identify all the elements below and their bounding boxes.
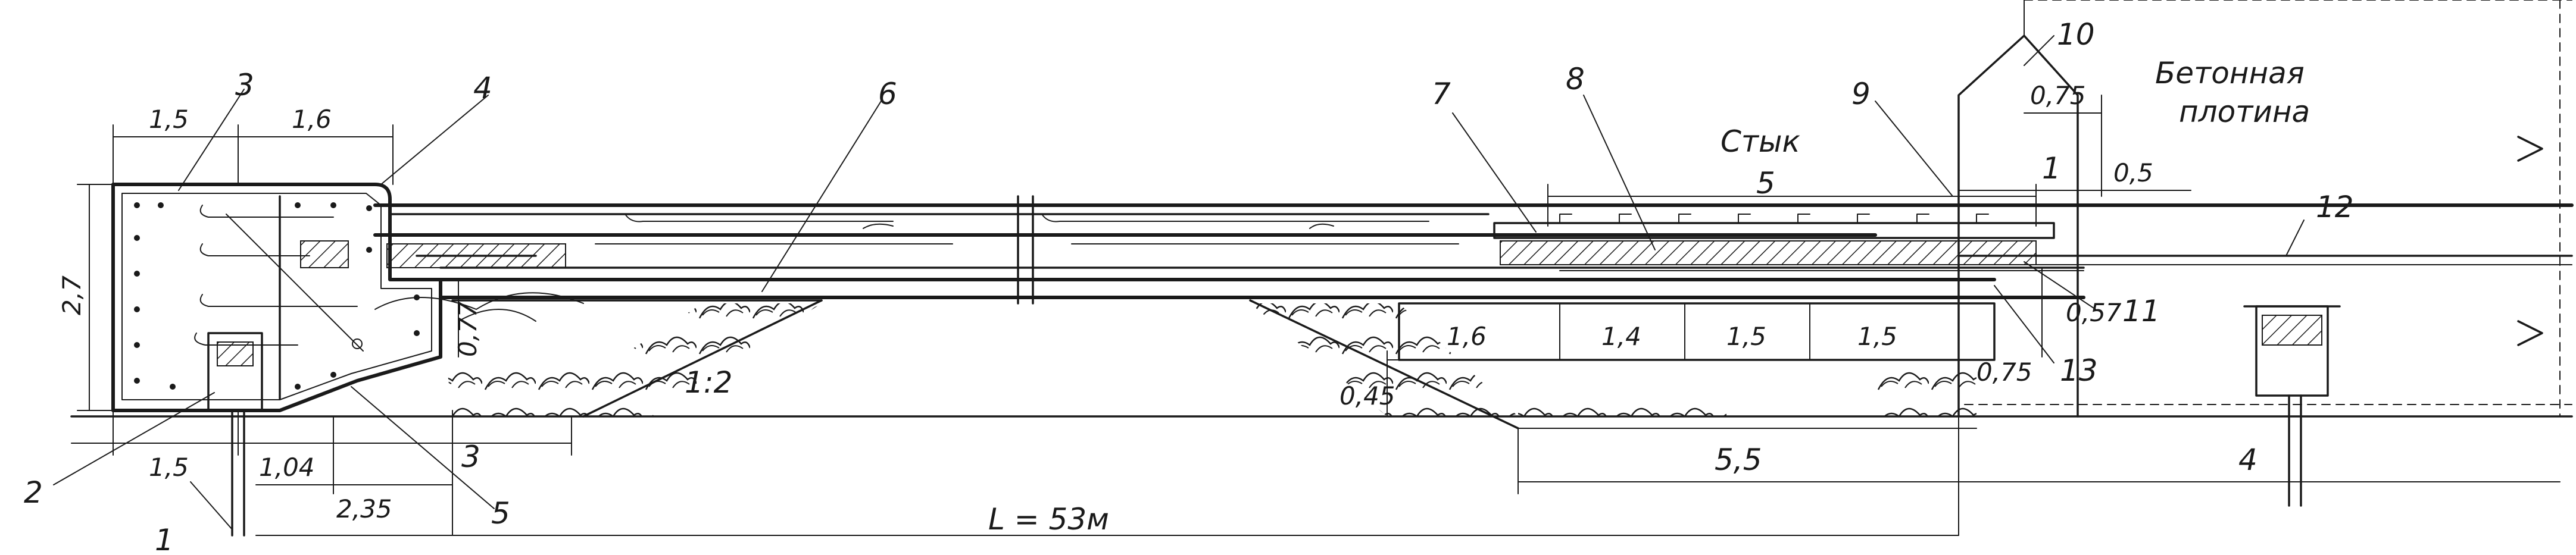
dim-length: L = 53м [988, 502, 1109, 537]
dim-vertical-077: 0,77 [453, 301, 482, 357]
callout-13: 13 [2060, 353, 2098, 388]
rebar-dots [134, 202, 420, 390]
embankment [374, 292, 1977, 429]
callout-6: 6 [878, 77, 897, 111]
dim-bottom-55: 5,5 [1715, 443, 1762, 477]
concrete-dam [1957, 0, 2573, 418]
callout-4: 4 [473, 71, 492, 105]
dim-right-075-bot: 0,75 [1977, 358, 2032, 387]
callout-7: 7 [1432, 77, 1451, 111]
callout-9: 9 [1851, 77, 1871, 111]
callout-labels: 1 2 3 4 5 6 7 8 9 10 11 12 13 [24, 17, 2354, 555]
deck [373, 195, 2574, 361]
dim-bottom-235: 2,35 [336, 494, 392, 523]
dam-label-line1: Бетонная [2155, 56, 2305, 90]
dim-right-05: 0,5 [2113, 158, 2153, 187]
dim-bottom-15: 1,5 [149, 453, 189, 482]
callout-5: 5 [491, 496, 510, 531]
pile-left [231, 409, 245, 537]
dim-slope-045: 0,45 [1339, 381, 1395, 410]
dim-right-075-top: 0,75 [2030, 81, 2086, 110]
dim-joint-5: 5 [1756, 166, 1775, 200]
dim-top-left-2: 1,6 [292, 105, 332, 134]
dim-bottom-104: 1,04 [259, 453, 315, 482]
dim-top-left-1: 1,5 [149, 105, 189, 134]
dim-seg-15a: 1,5 [1726, 322, 1766, 351]
element-12 [2243, 305, 2341, 507]
dim-bottom-4: 4 [2238, 443, 2257, 477]
dim-right-1: 1 [2042, 151, 2061, 186]
dimension-labels: 1,5 1,6 2,7 0,77 1,5 1,04 3 2,35 1:2 0,4… [57, 81, 2257, 537]
dim-seg-14: 1,4 [1601, 322, 1641, 351]
callout-2: 2 [24, 475, 43, 510]
dim-seg-16: 1,6 [1447, 322, 1487, 351]
dam-label-line2: плотина [2179, 95, 2310, 129]
callout-8: 8 [1566, 62, 1585, 96]
callout-10: 10 [2057, 17, 2095, 52]
callout-3: 3 [235, 68, 254, 102]
joint-label: Стык [1721, 124, 1800, 159]
ground-line [70, 404, 2573, 418]
callout-1: 1 [155, 523, 174, 555]
anchor-block [111, 183, 442, 412]
dimension-lines [71, 95, 2561, 536]
dim-right-057: 0,57 [2066, 298, 2122, 327]
dim-seg-15b: 1,5 [1857, 322, 1897, 351]
callout-11: 11 [2122, 294, 2160, 328]
joint-studs [1559, 214, 1989, 224]
dim-slope: 1:2 [685, 365, 732, 400]
callout-12: 12 [2316, 190, 2354, 224]
dim-bottom-3: 3 [461, 440, 480, 474]
text-labels: Стык Бетонная плотина [1721, 56, 2310, 159]
dim-height-left: 2,7 [57, 275, 86, 315]
leader-lines [53, 35, 2305, 530]
